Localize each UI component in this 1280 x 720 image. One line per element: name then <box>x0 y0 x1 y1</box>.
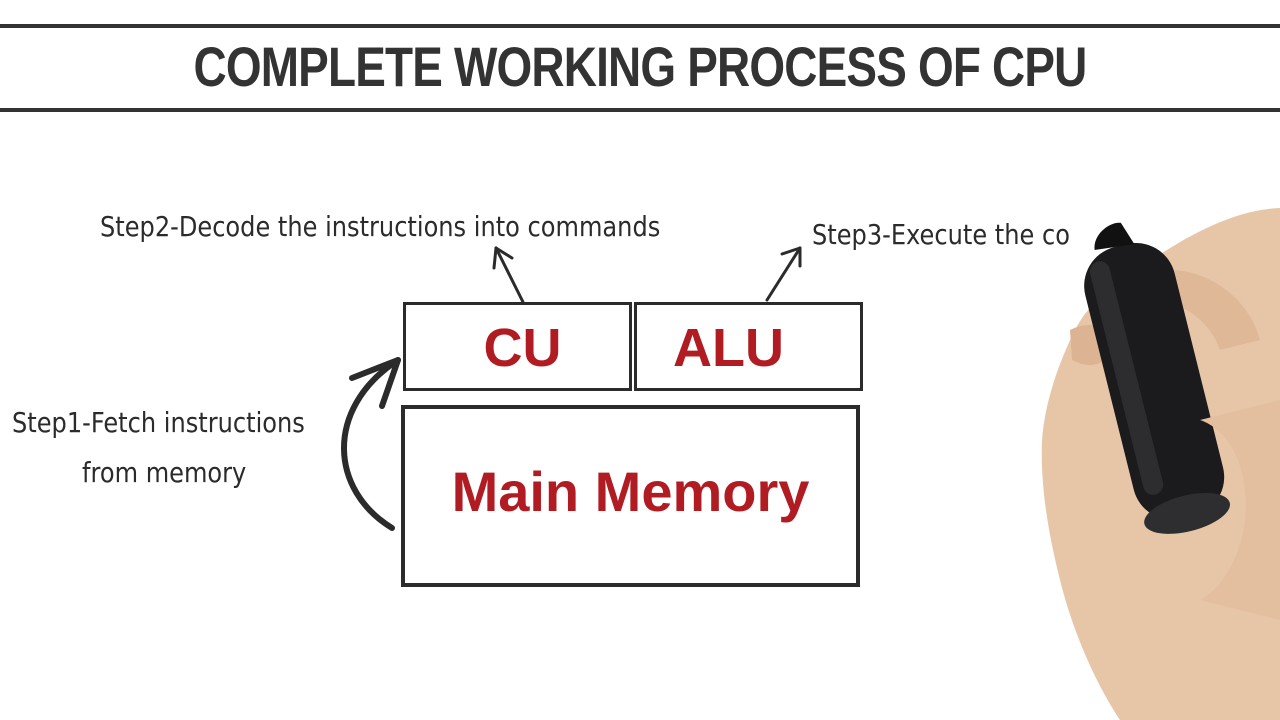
hand-with-marker-illustration <box>1041 208 1280 720</box>
title-bottom-rule <box>0 108 1280 112</box>
step1-arrow <box>341 357 401 531</box>
alu-label: ALU <box>673 318 784 378</box>
main-memory-label: Main Memory <box>451 460 810 523</box>
alu-box: ALU <box>634 302 863 391</box>
main-memory-box: Main Memory <box>401 405 860 587</box>
page-title: COMPLETE WORKING PROCESS OF CPU <box>193 35 1087 98</box>
step1-text-line1: Step1-Fetch instructions <box>12 406 305 439</box>
step2-arrow <box>492 246 525 304</box>
step3-arrow <box>765 246 802 302</box>
step2-text: Step2-Decode the instructions into comma… <box>100 210 661 243</box>
cu-label: CU <box>483 318 562 378</box>
step3-text: Step3-Execute the co <box>812 218 1070 251</box>
title-top-rule <box>0 24 1280 28</box>
cu-box: CU <box>403 302 632 391</box>
step1-text-line2: from memory <box>82 456 247 489</box>
